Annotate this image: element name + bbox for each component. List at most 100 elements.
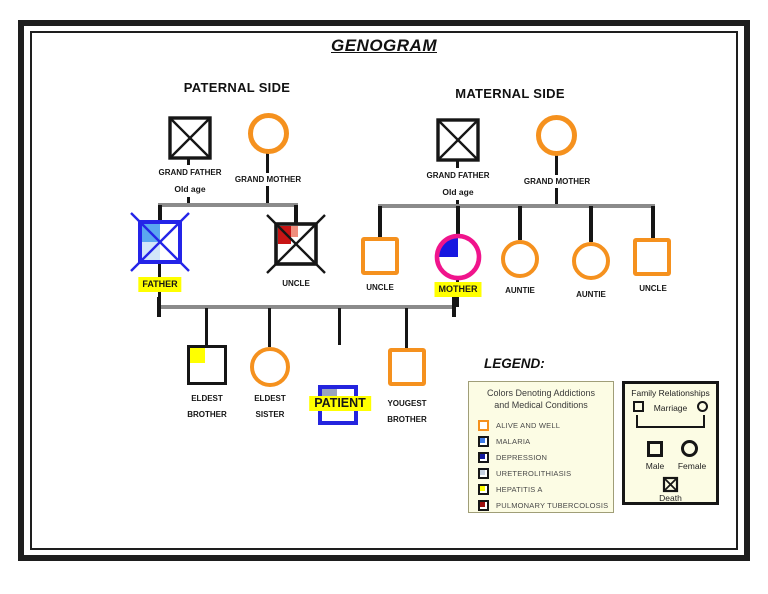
paternal-grandfather-note: Old age: [174, 184, 206, 194]
condition-item: DEPRESSION: [478, 449, 609, 465]
line-drop-father: [158, 205, 162, 222]
mother-circle-icon: [434, 233, 482, 281]
marriage-label: Marriage: [653, 403, 688, 413]
eldest-sister-label: ELDEST SISTER: [252, 391, 288, 423]
conditions-legend-title: Colors Denoting Addictions and Medical C…: [469, 388, 613, 411]
auntie1-circle-icon: [501, 240, 539, 278]
maternal-uncle2-square-icon: [633, 238, 671, 276]
condition-label: MALARIA: [496, 436, 531, 446]
condition-swatch-icon: [478, 451, 489, 463]
condition-swatch-quadrant: [480, 469, 485, 475]
maternal-uncle1-label: UNCLE: [364, 281, 396, 294]
conditions-legend-box: Colors Denoting Addictions and Medical C…: [468, 381, 614, 513]
line-drop-paternal-uncle: [294, 205, 298, 225]
eldest-brother-line2: BROTHER: [187, 410, 227, 419]
auntie1-label: AUNTIE: [503, 284, 537, 297]
line-drop-eldest-sister: [268, 308, 271, 347]
maternal-grandfather-label: GRAND FATHER Old age: [424, 168, 492, 200]
conditions-title-line2: and Medical Conditions: [494, 399, 588, 410]
paternal-side-header: PATERNAL SIDE: [183, 80, 291, 95]
line-drop-mother: [456, 206, 460, 235]
male-label: Male: [645, 461, 665, 471]
maternal-side-header: MATERNAL SIDE: [455, 86, 565, 101]
paternal-grandmother-label: GRAND MOTHER: [232, 173, 304, 186]
condition-label: HEPATITIS A: [496, 484, 543, 494]
legend-heading: LEGEND:: [484, 356, 545, 371]
maternal-grandfather-death-square-icon: [436, 118, 480, 162]
condition-swatch-quadrant: [480, 437, 485, 443]
eldest-sister-circle-icon: [250, 347, 290, 387]
line-drop-youngest-brother: [405, 308, 408, 348]
tick-children-bar-left: [157, 297, 161, 317]
condition-item: PULMONARY TUBERCOLOSIS: [478, 497, 609, 513]
maternal-grandmother-label: GRAND MOTHER: [521, 175, 593, 188]
conditions-title-line1: Colors Denoting Addictions: [486, 388, 596, 398]
death-label: Death: [659, 493, 682, 503]
eldest-brother-label: ELDEST BROTHER: [185, 391, 229, 423]
maternal-uncle2-label: UNCLE: [637, 282, 669, 295]
youngest-brother-square-icon: [388, 348, 426, 386]
condition-swatch-icon: [478, 483, 489, 495]
marriage-connector-line: [636, 415, 705, 428]
relationships-legend-box: Family Relationships Marriage Male Femal…: [622, 381, 719, 505]
condition-item: MALARIA: [478, 433, 609, 449]
line-drop-auntie1: [518, 206, 522, 240]
eldest-sister-line1: ELDEST: [254, 394, 286, 403]
line-drop-auntie2: [589, 206, 593, 242]
relationships-legend-title: Family Relationships: [631, 388, 710, 398]
father-label: FATHER: [138, 277, 182, 292]
tick-children-bar-right: [452, 297, 456, 317]
youngest-brother-label: YOUGEST BROTHER: [385, 396, 429, 428]
paternal-uncle-label: UNCLE: [280, 277, 312, 290]
paternal-grandfather-death-square-icon: [168, 116, 212, 160]
page-border-inner: [30, 31, 738, 550]
father-death-square-icon: [130, 212, 190, 272]
mother-label: MOTHER: [434, 282, 482, 297]
auntie2-circle-icon: [572, 242, 610, 280]
marriage-male-square-icon: [633, 401, 644, 412]
youngest-brother-line2: BROTHER: [387, 415, 427, 424]
children-sibship-bar: [158, 305, 455, 309]
patient-label: PATIENT: [309, 396, 371, 411]
condition-swatch-quadrant: [480, 501, 485, 507]
youngest-brother-line1: YOUGEST: [387, 399, 427, 408]
auntie2-label: AUNTIE: [574, 288, 608, 301]
female-circle-icon: [681, 440, 698, 457]
maternal-grandfather-name: GRAND FATHER: [426, 171, 490, 180]
line-drop-uncle1: [378, 206, 382, 237]
maternal-grandmother-circle-icon: [536, 115, 577, 156]
condition-item: ALIVE AND WELL: [478, 417, 609, 433]
marriage-female-circle-icon: [697, 401, 708, 412]
condition-label: URETEROLITHIASIS: [496, 468, 572, 478]
condition-item: URETEROLITHIASIS: [478, 465, 609, 481]
condition-swatch-icon: [478, 499, 489, 511]
female-label: Female: [677, 461, 707, 471]
eldest-brother-square-icon: [187, 345, 227, 385]
paternal-uncle-death-square-icon: [266, 214, 326, 274]
eldest-brother-line1: ELDEST: [191, 394, 223, 403]
condition-swatch-icon: [478, 419, 489, 431]
condition-label: DEPRESSION: [496, 452, 548, 462]
conditions-list: ALIVE AND WELL MALARIA DEPRESSION URETEROLI…: [478, 417, 609, 513]
condition-label: ALIVE AND WELL: [496, 420, 561, 430]
line-drop-eldest-brother: [205, 308, 208, 345]
death-square-icon: [662, 476, 679, 493]
eldest-sister-line2: SISTER: [255, 410, 285, 419]
male-square-icon: [647, 441, 663, 457]
eldest-brother-condition-fill: [190, 348, 205, 363]
line-drop-uncle2: [651, 206, 655, 238]
maternal-grandfather-note: Old age: [442, 187, 474, 197]
condition-label: PULMONARY TUBERCOLOSIS: [496, 500, 609, 510]
condition-swatch-icon: [478, 467, 489, 479]
condition-swatch-quadrant: [480, 453, 485, 459]
page-border-outer: [18, 20, 750, 561]
condition-swatch-quadrant: [480, 485, 485, 491]
line-drop-patient: [338, 308, 341, 345]
maternal-uncle1-square-icon: [361, 237, 399, 275]
paternal-sibship-bar: [158, 203, 298, 207]
page-title: GENOGRAM: [331, 36, 437, 55]
condition-item: HEPATITIS A: [478, 481, 609, 497]
paternal-grandfather-name: GRAND FATHER: [158, 168, 222, 177]
maternal-sibship-bar: [378, 204, 655, 208]
